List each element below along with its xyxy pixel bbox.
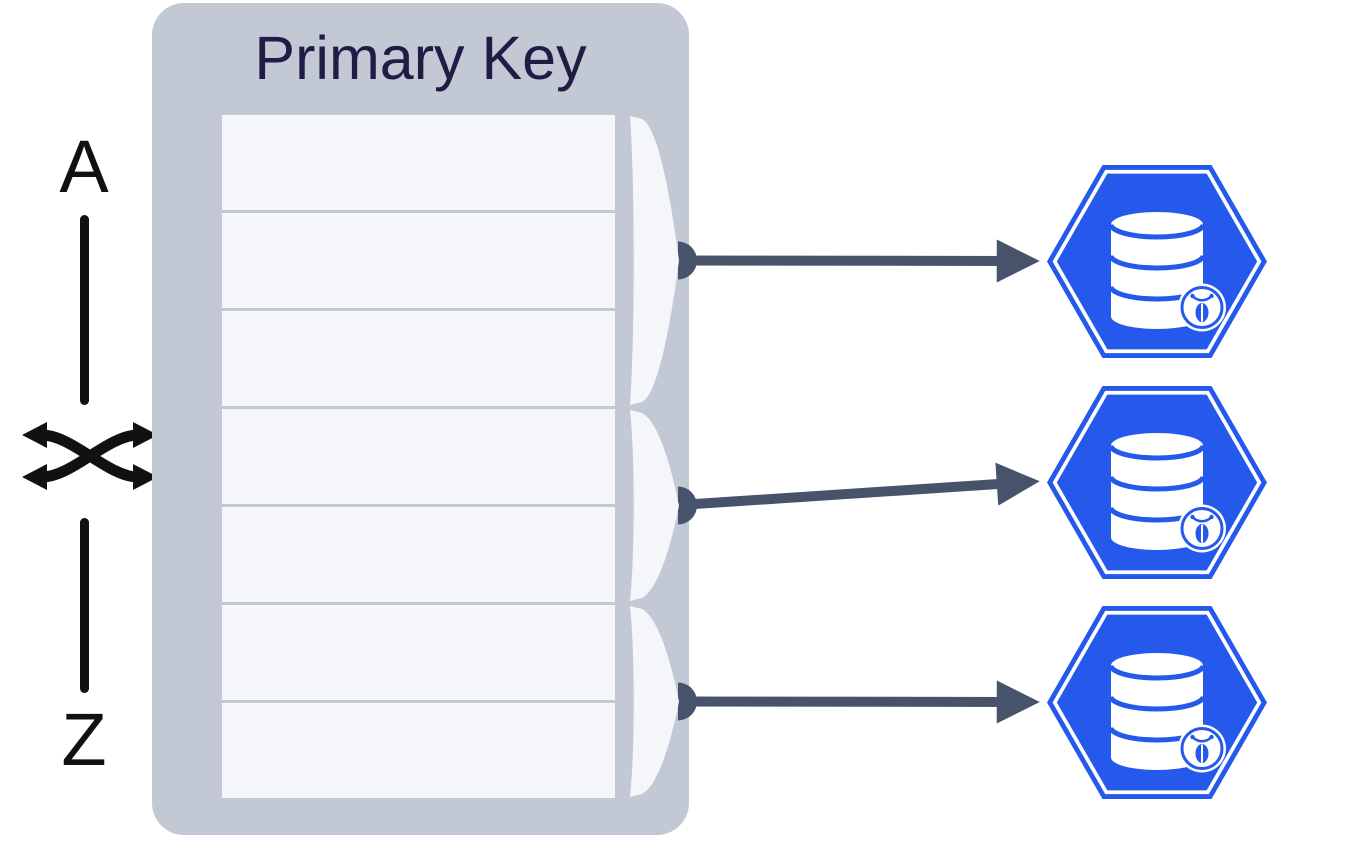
database-icon (1108, 211, 1226, 331)
range-arrow (671, 462, 1040, 511)
primary-key-table (222, 115, 615, 798)
range-group-brace (630, 116, 679, 405)
range-group-brace (630, 606, 679, 797)
range-end-label: Z (61, 698, 107, 781)
database-icon (1108, 432, 1226, 552)
shard-hexagon (1047, 164, 1267, 358)
shard-hexagon (1047, 385, 1267, 579)
table-row (222, 115, 615, 210)
cockroach-bug-badge-icon (1178, 504, 1226, 552)
cockroach-bug-badge-icon (1178, 283, 1226, 331)
table-row (222, 703, 615, 798)
table-row (222, 507, 615, 602)
range-line-bottom (80, 518, 89, 693)
shard-node-2 (1046, 384, 1268, 581)
shard-node-1 (1046, 163, 1268, 360)
primary-key-title: Primary Key (254, 24, 587, 92)
cockroach-bug-badge-icon (1178, 724, 1226, 772)
table-row (222, 311, 615, 406)
range-group-brace (630, 410, 679, 601)
range-start-label: A (59, 125, 109, 208)
shard-hexagon (1047, 605, 1267, 799)
range-arrow (671, 680, 1040, 724)
range-line-top (80, 215, 89, 405)
range-arrow (671, 239, 1040, 283)
database-icon (1108, 652, 1226, 772)
table-row (222, 409, 615, 504)
shuffle-icon (22, 422, 158, 490)
shard-node-3 (1046, 604, 1268, 801)
table-row (222, 213, 615, 308)
table-row (222, 605, 615, 700)
